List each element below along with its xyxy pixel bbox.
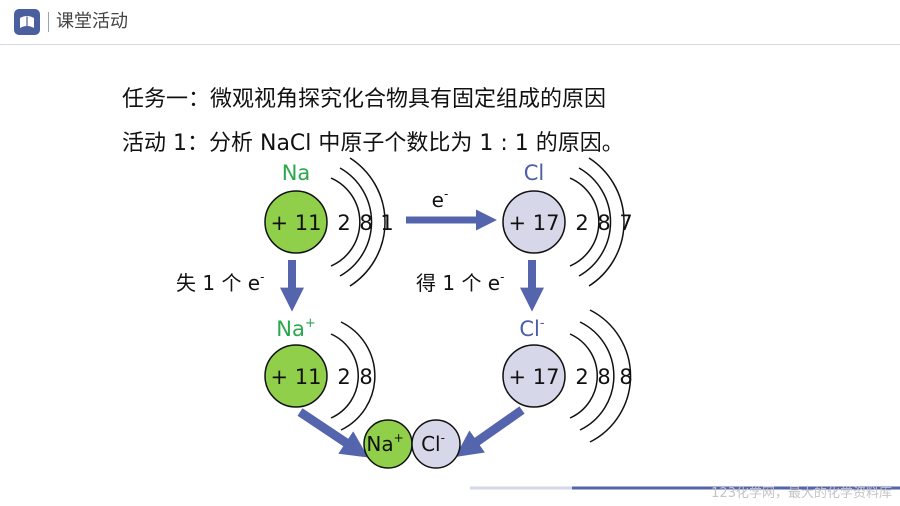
sodium-ion: Na+ + 11 2 8 (264, 316, 376, 431)
cl-down-arrow-label: 得 1 个 e- (416, 270, 504, 295)
na-lose-electron-arrow: 失 1 个 e- (176, 260, 304, 312)
cl-ion-symbol: Cl- (519, 316, 545, 341)
cl-shell-electrons-3: 7 (619, 211, 632, 235)
compound-na-label: Na+ (366, 431, 403, 456)
header-divider (48, 12, 49, 32)
na-shell-electrons-2: 8 (359, 211, 372, 235)
nacl-compound: Na+ Cl- (363, 419, 461, 469)
cl-ion-to-compound-arrow (455, 406, 525, 457)
na-shell-3 (349, 157, 386, 287)
chloride-ion: Cl- + 17 2 8 8 (502, 309, 633, 443)
na-symbol: Na (282, 161, 311, 185)
cl-ion-shell-electrons-2: 8 (597, 365, 610, 389)
na-ion-shell-electrons-1: 2 (337, 365, 350, 389)
na-ion-shell-electrons-2: 8 (359, 365, 372, 389)
cl-nucleus-charge: + 17 (509, 211, 560, 235)
na-shell-1 (330, 177, 361, 267)
chlorine-atom: Cl + 17 2 8 7 (502, 157, 633, 287)
page-title: 课堂活动 (56, 11, 128, 32)
na-ion-shell-2 (340, 321, 376, 431)
cl-ion-nucleus (502, 344, 566, 408)
cl-ion-shell-electrons-1: 2 (575, 365, 588, 389)
cl-nucleus (502, 190, 566, 254)
header-separator (0, 44, 900, 45)
na-ion-shell-1 (330, 333, 359, 419)
compound-cl-label: Cl- (421, 431, 445, 456)
transfer-arrow-label: e- (432, 187, 449, 212)
task-heading: 任务一：微观视角探究化合物具有固定组成的原因 (122, 87, 607, 112)
electron-transfer-arrow: e- (406, 187, 497, 231)
na-ion-symbol: Na+ (276, 316, 315, 341)
na-nucleus (264, 190, 328, 254)
cl-shell-electrons-2: 8 (597, 211, 610, 235)
activity-heading: 活动 1：分析 NaCl 中原子个数比为 1 : 1 的原因。 (122, 131, 624, 156)
cl-shell-2 (578, 167, 612, 277)
na-shell-2 (339, 167, 373, 277)
cl-ion-shell-2 (579, 321, 615, 431)
cl-shell-3 (588, 157, 625, 287)
cl-symbol: Cl (524, 161, 545, 185)
na-shell-electrons-3: 1 (380, 211, 393, 235)
na-nucleus-charge: + 11 (271, 211, 322, 235)
na-ion-nucleus (264, 344, 328, 408)
sodium-atom: Na + 11 2 8 1 (264, 157, 394, 287)
cl-ion-shell-1 (569, 333, 598, 419)
cl-ion-nucleus-charge: + 17 (509, 365, 560, 389)
book-logo-icon (14, 9, 40, 35)
compound-cl-ion (411, 419, 461, 469)
cl-shell-electrons-1: 2 (575, 211, 588, 235)
footer-watermark: 123化学网，最大的化学资料库 (711, 486, 892, 501)
cl-shell-1 (569, 177, 600, 267)
cl-ion-shell-electrons-3: 8 (619, 365, 632, 389)
na-shell-electrons-1: 2 (337, 211, 350, 235)
na-ion-to-compound-arrow (297, 408, 369, 458)
na-ion-nucleus-charge: + 11 (271, 365, 322, 389)
header-bar: 课堂活动 (0, 0, 900, 46)
na-down-arrow-label: 失 1 个 e- (176, 270, 264, 295)
cl-ion-shell-3 (589, 309, 632, 443)
cl-gain-electron-arrow: 得 1 个 e- (416, 260, 544, 312)
